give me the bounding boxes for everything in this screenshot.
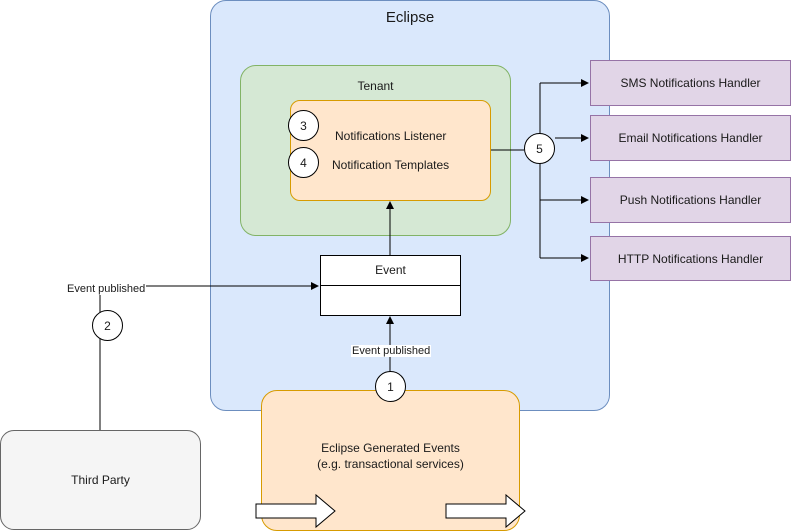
step-3-circle: 3 <box>288 110 319 141</box>
edge-third-party-to-event <box>99 282 319 430</box>
email-handler-box: Email Notifications Handler <box>590 115 791 161</box>
step-4-circle: 4 <box>288 147 319 178</box>
hollow-arrow-left <box>255 493 336 529</box>
event-title: Event <box>321 256 460 286</box>
eclipse-title: Eclipse <box>385 9 435 26</box>
event-published-bottom-label: Event published <box>351 345 432 357</box>
listener-templates-box: Notifications Listener Notification Temp… <box>290 100 491 201</box>
notification-templates-label: Notification Templates <box>332 158 450 172</box>
sms-handler-label: SMS Notifications Handler <box>620 76 761 90</box>
email-handler-label: Email Notifications Handler <box>618 131 763 145</box>
generated-events-line1: Eclipse Generated Events <box>321 441 460 455</box>
step-1-circle: 1 <box>375 371 406 402</box>
push-handler-box: Push Notifications Handler <box>590 177 791 223</box>
generated-events-line2: (e.g. transactional services) <box>317 457 464 471</box>
event-published-left-label: Event published <box>66 283 147 295</box>
third-party-box: Third Party <box>0 430 201 530</box>
http-handler-box: HTTP Notifications Handler <box>590 236 791 281</box>
notifications-listener-label: Notifications Listener <box>335 129 447 143</box>
step-5-circle: 5 <box>524 133 555 164</box>
http-handler-label: HTTP Notifications Handler <box>617 251 764 266</box>
hollow-arrow-right <box>445 493 526 529</box>
third-party-label: Third Party <box>71 473 130 487</box>
tenant-title: Tenant <box>357 79 394 93</box>
event-box: Event <box>320 255 461 316</box>
push-handler-label: Push Notifications Handler <box>619 193 762 207</box>
step-2-circle: 2 <box>92 310 123 341</box>
sms-handler-box: SMS Notifications Handler <box>590 60 791 106</box>
